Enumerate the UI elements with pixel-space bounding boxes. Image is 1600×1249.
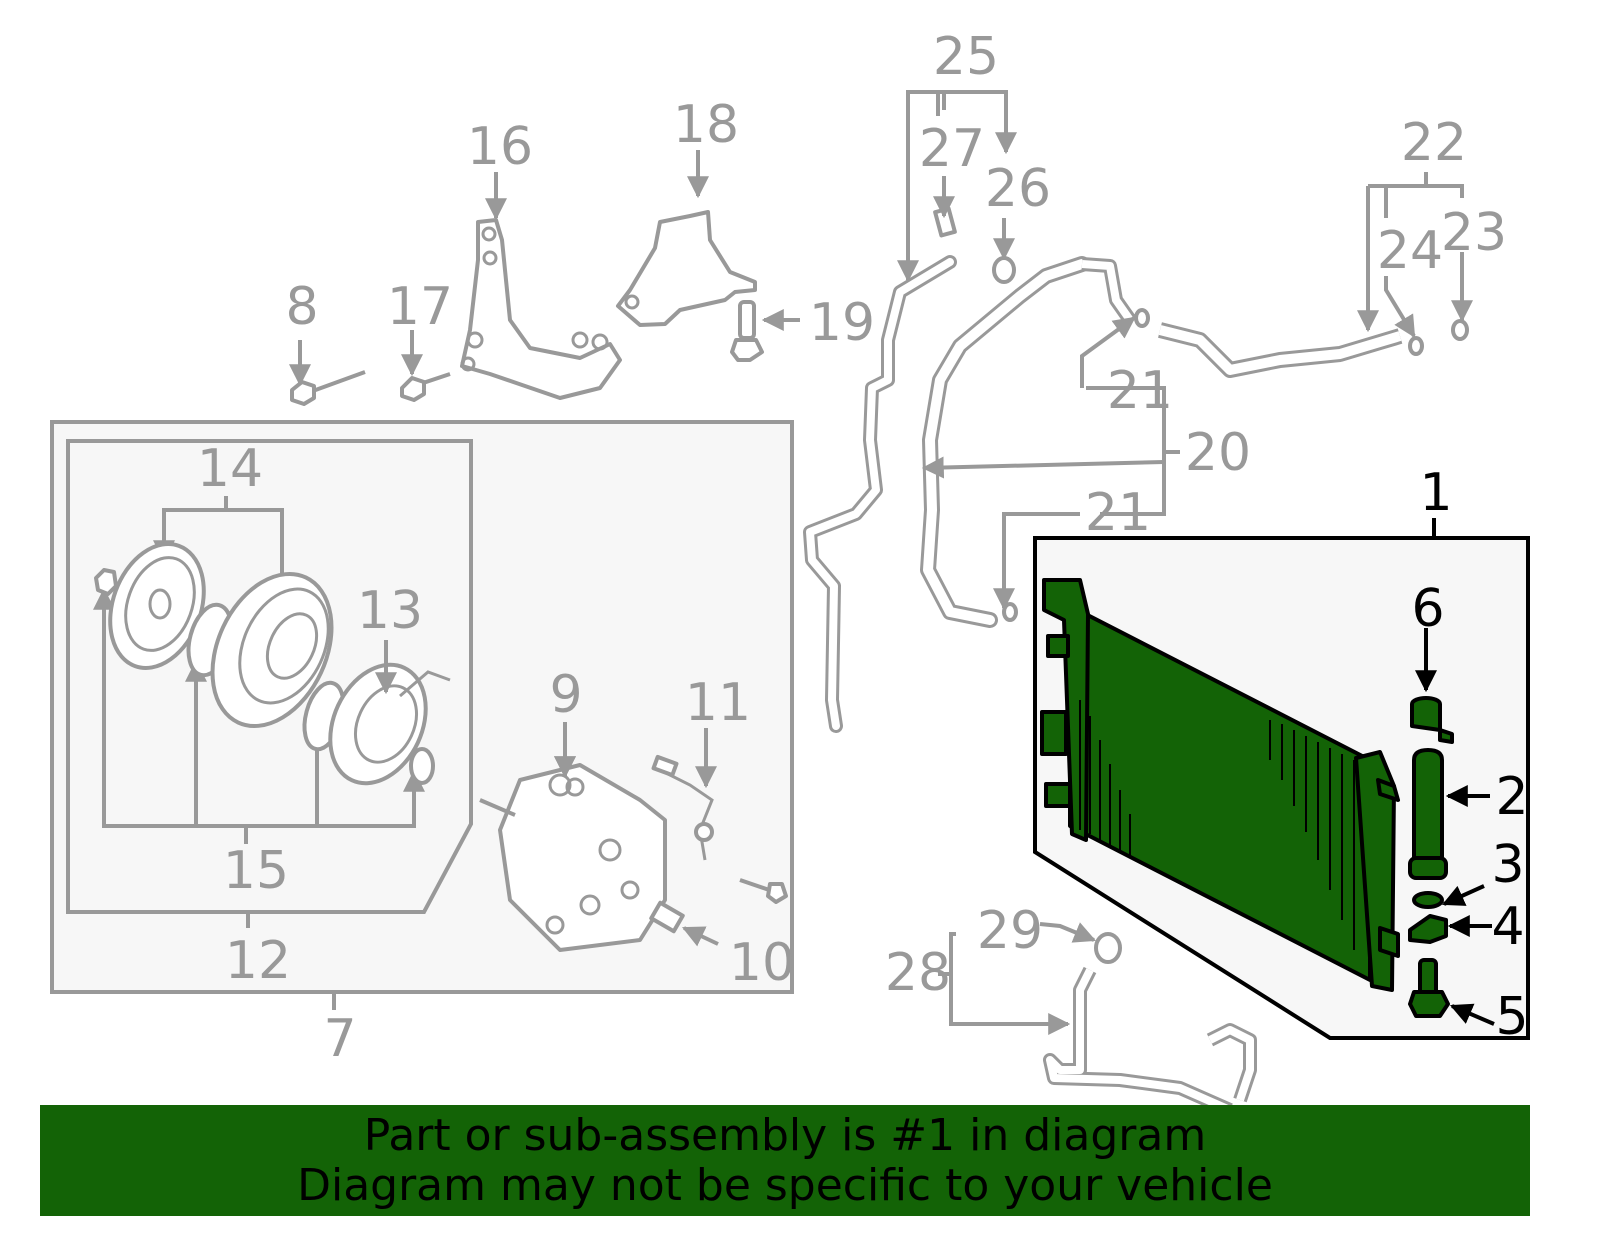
compressor-bracket-icon [460, 218, 622, 400]
callout-9: 9 [549, 665, 582, 725]
callout-7: 7 [323, 1009, 356, 1069]
compressor-assembly-group: 14 13 15 12 9 11 10 7 [50, 420, 795, 1069]
drier-cap-icon[interactable] [1408, 914, 1448, 944]
bracket-18-icon [616, 210, 757, 327]
banner-line-part: Part or sub-assembly is #1 in diagram [363, 1109, 1207, 1161]
callout-10: 10 [729, 933, 795, 993]
callout-16: 16 [467, 117, 533, 177]
condenser-core-icon[interactable] [1040, 578, 1400, 992]
callout-12: 12 [225, 931, 291, 991]
bolt-17-icon [400, 372, 451, 402]
callout-6: 6 [1411, 579, 1444, 639]
callout-24: 24 [1377, 221, 1443, 281]
pulley-icon [210, 571, 334, 729]
callout-11: 11 [685, 673, 751, 733]
compressor-icon [479, 763, 667, 952]
callout-20: 20 [1185, 423, 1251, 483]
callout-14: 14 [197, 439, 263, 499]
drier-plug-icon[interactable] [1408, 958, 1450, 1018]
field-coil-icon [328, 662, 451, 786]
bolt-8-icon [290, 370, 366, 406]
callout-22: 22 [1401, 113, 1467, 173]
mounting-hardware-group: 8 17 16 18 19 [285, 95, 875, 406]
info-banner: Part or sub-assembly is #1 in diagram Di… [40, 1105, 1530, 1216]
callout-29: 29 [977, 901, 1043, 961]
bolt-19-icon [730, 300, 764, 362]
callout-2: 2 [1495, 767, 1528, 827]
refrigerant-lines-group: 25 27 26 21 20 21 22 24 23 [803, 27, 1507, 733]
o-ring-icon[interactable] [1412, 891, 1444, 909]
callout-5: 5 [1495, 987, 1528, 1047]
callout-15: 15 [223, 841, 289, 901]
callout-4: 4 [1491, 897, 1524, 957]
callout-1: 1 [1419, 463, 1452, 523]
callout-3: 3 [1491, 835, 1524, 895]
callout-25: 25 [933, 27, 999, 87]
receiver-drier-icon[interactable] [1408, 748, 1448, 880]
callout-8: 8 [285, 277, 318, 337]
banner-line-disclaimer: Diagram may not be specific to your vehi… [297, 1159, 1273, 1211]
callout-26: 26 [985, 159, 1051, 219]
callout-18: 18 [673, 95, 739, 155]
clutch-hub-icon [94, 542, 206, 670]
callout-23: 23 [1441, 203, 1507, 263]
pressure-switch-icon [651, 754, 788, 904]
callout-21-upper: 21 [1107, 361, 1173, 421]
drier-clamp-icon[interactable] [1410, 696, 1454, 744]
callout-13: 13 [357, 581, 423, 641]
callout-21-lower: 21 [1085, 483, 1151, 543]
callout-17: 17 [387, 277, 453, 337]
callout-19: 19 [809, 293, 875, 353]
condenser-assembly-group[interactable]: 1 6 [1033, 463, 1530, 1047]
callout-28: 28 [885, 943, 951, 1003]
relief-valve-icon [649, 900, 685, 934]
liquid-line-group: 28 29 [885, 901, 1257, 1117]
callout-27: 27 [919, 119, 985, 179]
